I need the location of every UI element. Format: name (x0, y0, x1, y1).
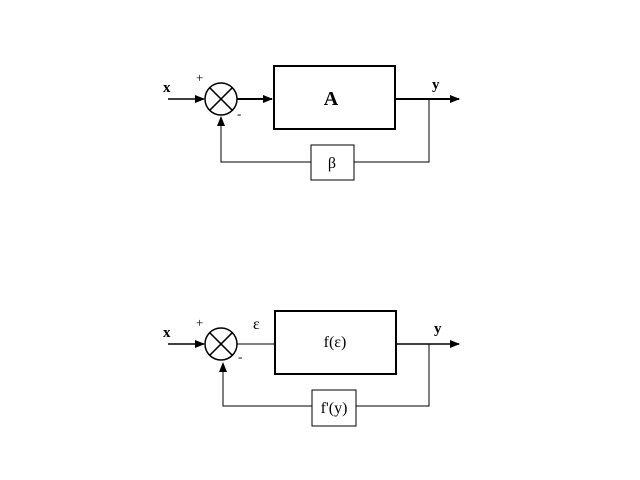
top-summing-junction (204, 82, 238, 116)
top-feedback-block-label: β (328, 155, 336, 172)
bottom-feedback-return-line (356, 344, 430, 407)
top-minus-sign: - (237, 106, 241, 121)
top-output-label: y (432, 77, 440, 93)
top-feedback-diagram: x + - A y β (163, 65, 460, 181)
top-feedback-arrow (217, 116, 311, 163)
top-forward-block (273, 65, 396, 130)
bottom-feedback-arrow (219, 362, 312, 407)
bottom-error-label: ε (253, 316, 260, 333)
bottom-output-label: y (434, 321, 442, 337)
bottom-plus-sign: + (196, 315, 203, 330)
bottom-input-label: x (163, 325, 171, 341)
top-forward-block-label: A (324, 88, 339, 110)
top-feedback-return-line (354, 99, 430, 163)
bottom-summing-junction (204, 327, 238, 361)
bottom-feedback-diagram: x + - ε f(ε) y f'(y) (163, 310, 460, 427)
bottom-forward-block-label: f(ε) (324, 334, 347, 351)
bottom-feedback-block-label: f'(y) (321, 400, 348, 417)
bottom-feedback-block (311, 389, 357, 427)
top-plus-sign: + (196, 70, 203, 85)
top-input-label: x (163, 80, 171, 96)
bottom-forward-block (274, 310, 397, 375)
bottom-minus-sign: - (238, 349, 242, 364)
